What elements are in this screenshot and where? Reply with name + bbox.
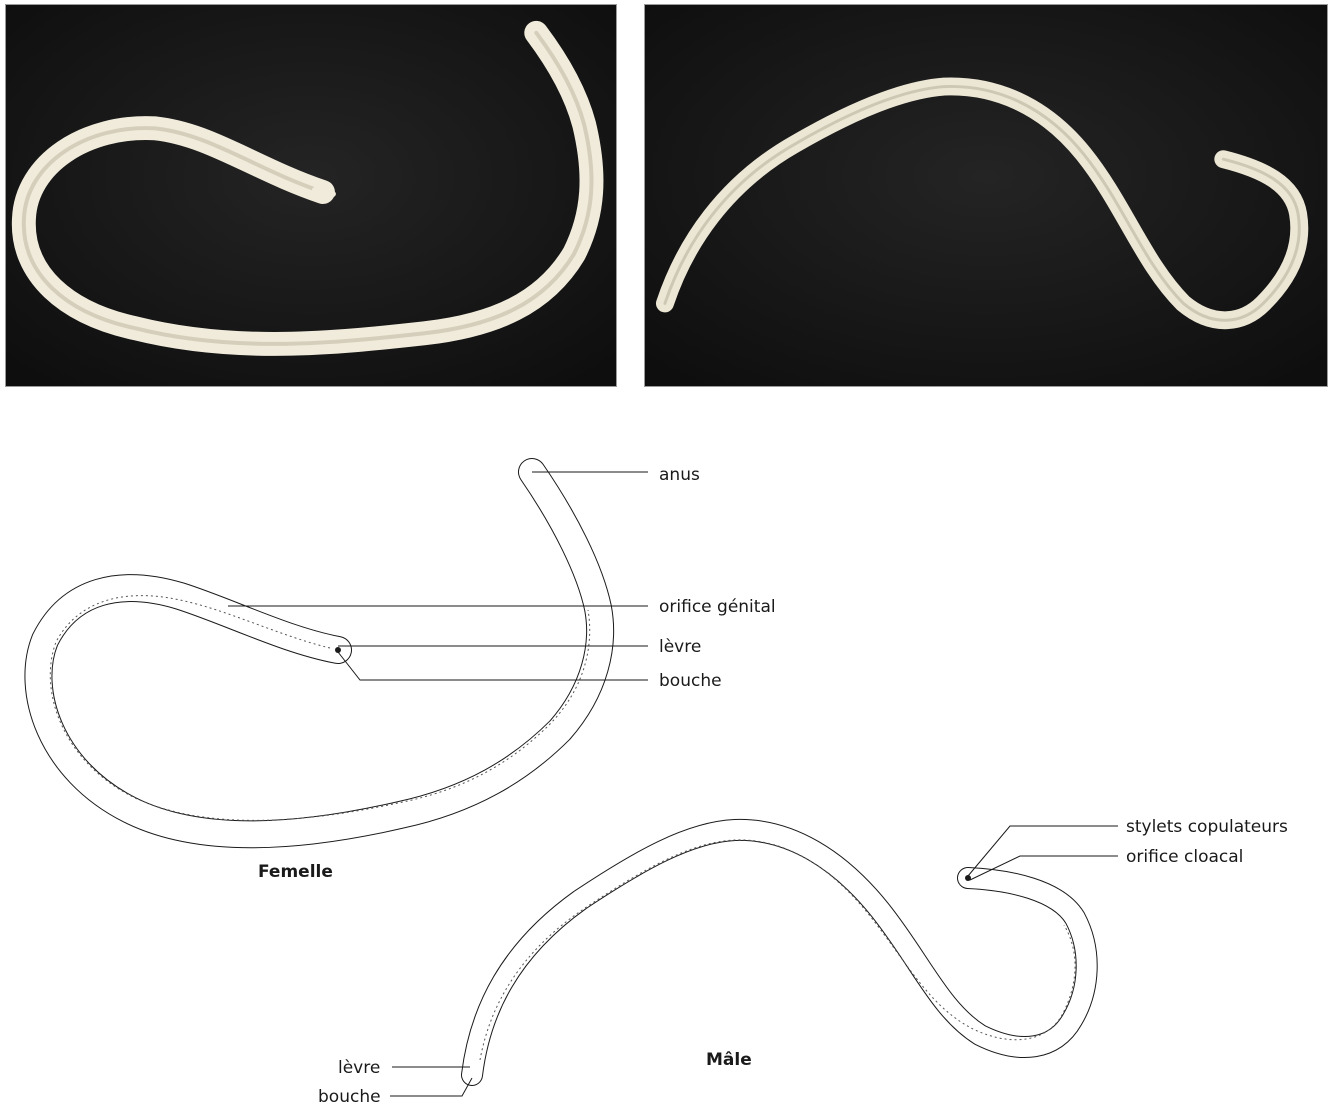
caption-male: Mâle: [706, 1050, 752, 1070]
female-worm-drawing: [38, 472, 600, 834]
label-anus: anus: [659, 465, 700, 485]
label-female-lip: lèvre: [659, 637, 701, 657]
label-male-lip: lèvre: [338, 1058, 380, 1078]
male-worm-photo: [644, 4, 1328, 387]
label-male-mouth: bouche: [318, 1087, 381, 1107]
label-female-mouth: bouche: [659, 671, 722, 691]
worm-drawing: anus orifice génital lèvre bouche Femell…: [0, 400, 1333, 1107]
label-cloacal-orifice: orifice cloacal: [1126, 847, 1243, 867]
female-worm-photo: [5, 4, 617, 387]
label-copulatory-spicules: stylets copulateurs: [1126, 817, 1288, 837]
label-female-genital-orifice: orifice génital: [659, 597, 776, 617]
male-worm-drawing: [472, 830, 1087, 1075]
caption-female: Femelle: [258, 862, 333, 882]
